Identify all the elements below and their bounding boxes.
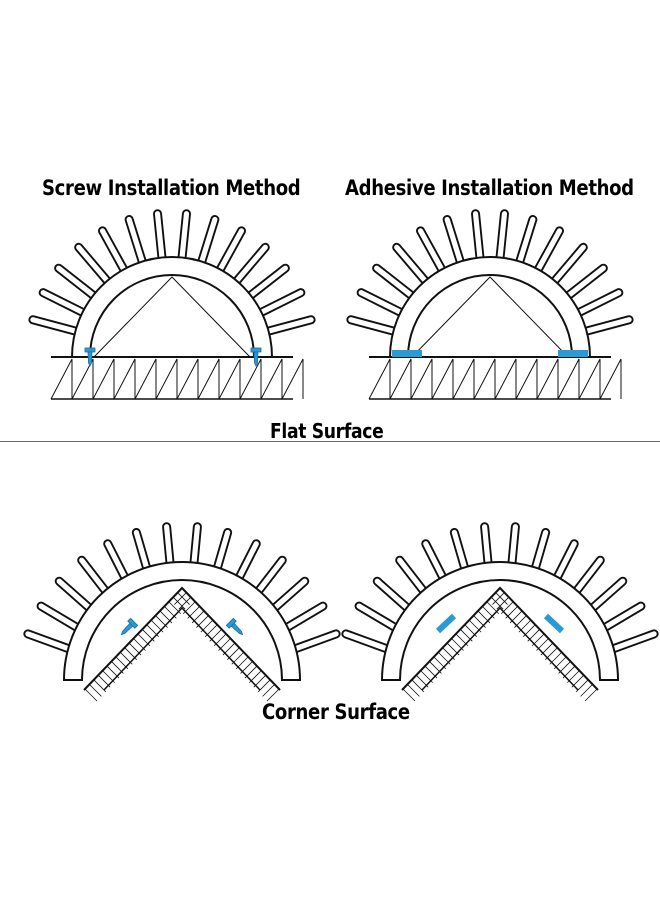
bristle-fill — [356, 603, 402, 633]
wall-hatching — [50, 358, 304, 400]
corner-wall — [401, 586, 599, 702]
bristle-fill — [126, 216, 147, 268]
screw-icon — [84, 347, 96, 367]
bristle-fill — [417, 228, 447, 276]
bristle-fill — [585, 578, 626, 615]
bristle-fill — [262, 317, 314, 335]
bristle-fill — [562, 265, 606, 301]
wall-inner-edge — [421, 606, 579, 691]
screw-icon — [120, 617, 139, 636]
screw-icon — [225, 617, 244, 636]
bristle-fill — [56, 578, 97, 615]
wall-hatch — [266, 688, 280, 702]
bristle-fill — [25, 631, 74, 653]
adhesive-corner-diagram — [341, 522, 659, 702]
wall-hatch — [496, 596, 510, 610]
screw-corner-diagram — [23, 522, 341, 702]
wall-hatch — [174, 592, 187, 605]
screw-shaft — [253, 351, 259, 367]
bristle-fill — [76, 244, 113, 287]
wall-hatch — [584, 688, 598, 702]
wall-hatch — [178, 596, 192, 610]
wall-hatch — [84, 688, 98, 702]
bristle-fill — [573, 290, 622, 317]
screw-flat-diagram — [28, 209, 316, 400]
bristle-fill — [444, 216, 465, 268]
wall-outer-edge — [83, 586, 281, 691]
inner-support-line — [411, 276, 569, 358]
bristle-fill — [290, 631, 339, 653]
bristle-fill — [99, 228, 129, 276]
wall-hatch — [490, 596, 504, 610]
screw-method-title: Screw Installation Method — [42, 176, 301, 200]
bristle-fill — [267, 578, 308, 615]
wall-inner-edge — [103, 606, 261, 691]
bristle-fill — [608, 631, 657, 653]
bristle-fill — [533, 228, 563, 276]
section-divider — [0, 441, 660, 442]
brush-base — [380, 561, 620, 681]
bristle-fill — [580, 317, 632, 335]
wall-outer-edge — [401, 586, 599, 691]
screw-head — [250, 347, 262, 353]
adhesive-pad-right — [558, 350, 588, 357]
wall-hatch — [580, 684, 593, 697]
bristle-fill — [374, 265, 418, 301]
inner-support-line — [93, 276, 251, 358]
screw-icon — [250, 347, 262, 367]
bristle-fill — [255, 290, 304, 317]
corner-wall — [83, 586, 281, 702]
wall-hatch — [495, 592, 508, 605]
wall-hatch — [177, 592, 190, 605]
screw-shaft — [230, 622, 244, 636]
bristle-fill — [394, 244, 431, 287]
bristle-fill — [244, 265, 288, 301]
bristle-fill — [30, 317, 82, 335]
bristle-fill — [549, 244, 586, 287]
bristle-fill — [154, 211, 165, 265]
adhesive-method-title: Adhesive Installation Method — [345, 176, 634, 200]
screw-shaft — [87, 351, 93, 367]
adhesive-pad-right — [543, 613, 565, 634]
wall-hatch — [89, 684, 102, 697]
wall-hatch — [402, 688, 416, 702]
bristle-fill — [280, 603, 326, 633]
wall-hatch — [172, 596, 186, 610]
flat-surface-label: Flat Surface — [270, 419, 384, 443]
bristle-fill — [374, 578, 415, 615]
bristle-fill — [515, 216, 536, 268]
wall-hatching — [368, 358, 622, 400]
wall-hatch — [262, 684, 275, 697]
bristle-fill — [497, 211, 508, 265]
adhesive-flat-diagram — [346, 209, 634, 400]
brush-base — [62, 561, 302, 681]
bristle-fill — [231, 244, 268, 287]
adhesive-pad-left — [435, 613, 457, 634]
bristle-fill — [40, 290, 89, 317]
wall-hatch — [492, 592, 505, 605]
bristle-fill — [358, 290, 407, 317]
wall-hatch — [407, 684, 420, 697]
bristle-fill — [38, 603, 84, 633]
bristle-fill — [343, 631, 392, 653]
screw-head — [84, 347, 96, 353]
screw-shaft — [120, 622, 134, 636]
bristle-fill — [348, 317, 400, 335]
bristle-fill — [56, 265, 100, 301]
bristle-fill — [598, 603, 644, 633]
corner-surface-label: Corner Surface — [262, 700, 410, 724]
bristle-fill — [472, 211, 483, 265]
bristle-fill — [215, 228, 245, 276]
bristle-fill — [197, 216, 218, 268]
adhesive-pad-left — [392, 350, 422, 357]
bristle-fill — [179, 211, 190, 265]
